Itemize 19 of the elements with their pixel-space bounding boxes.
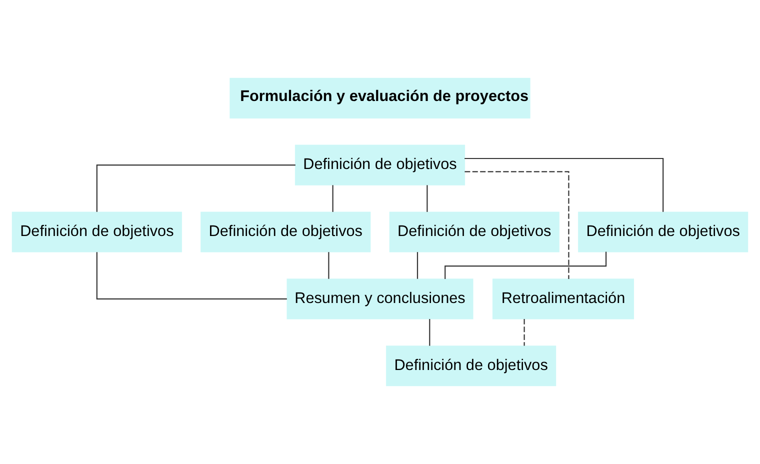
node-box: Retroalimentación <box>492 278 634 320</box>
node-box: Definición de objetivos <box>578 212 748 252</box>
connector <box>328 252 330 279</box>
connector <box>524 319 525 346</box>
connector <box>464 158 664 212</box>
connector <box>426 185 428 212</box>
node-box: Resumen y conclusiones <box>286 278 474 320</box>
connector <box>96 252 287 300</box>
connector <box>96 164 296 212</box>
connector <box>332 185 334 212</box>
connector <box>416 252 418 279</box>
node-box: Definición de objetivos <box>386 346 556 386</box>
node-box: Definición de objetivos <box>294 144 466 186</box>
node-box: Definición de objetivos <box>12 212 182 252</box>
connector <box>464 171 570 280</box>
connector <box>429 319 430 346</box>
node-box: Formulación y evaluación de proyectos <box>230 78 530 118</box>
node-box: Definición de objetivos <box>389 212 560 252</box>
node-box: Definición de objetivos <box>200 212 371 252</box>
